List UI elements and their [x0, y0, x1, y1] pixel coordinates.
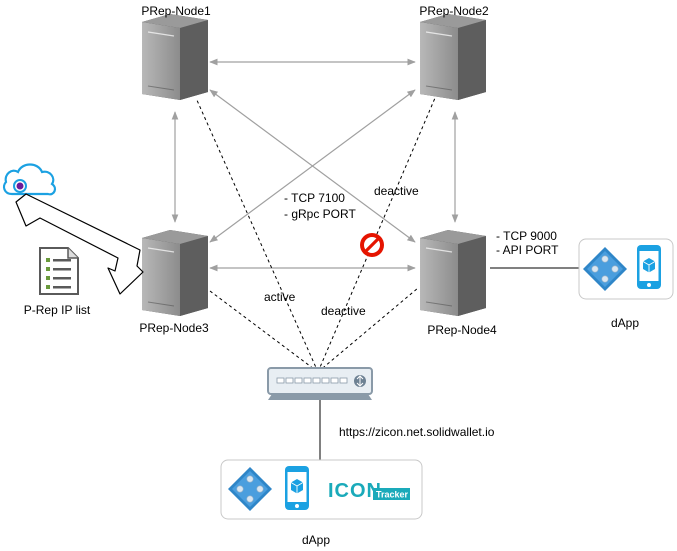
tracker-brand: ICON [328, 480, 382, 502]
cloud-icon [2, 163, 57, 196]
tcp9000-label: - TCP 9000 [496, 229, 557, 243]
dashed-link-node4 [317, 287, 419, 373]
node4-label: PRep-Node4 [427, 323, 497, 337]
endpoint-url: https://zicon.net.solidwallet.io [339, 425, 495, 439]
server-node2-icon [419, 13, 487, 101]
node2-label: PRep-Node2 [419, 4, 489, 18]
tracker-text: Tracker [376, 490, 409, 500]
dashed-link-node2 [317, 97, 436, 373]
dapp-right-phone-icon [636, 244, 662, 290]
sync-arrow [15, 193, 144, 295]
ip-list-icon [39, 247, 79, 295]
ip-list-label: P-Rep IP list [23, 303, 91, 317]
dapp-bottom-label: dApp [301, 533, 331, 547]
server-node4-icon [419, 229, 487, 317]
dapp-right-label: dApp [610, 316, 640, 330]
server-node3-icon [141, 229, 209, 317]
deactive-bottom-label: deactive [321, 304, 366, 318]
blocked-icon [360, 233, 384, 257]
connections [171, 58, 459, 272]
icon-tracker-logo: ICON Tracker [327, 479, 411, 502]
dashed-link-node3 [205, 287, 319, 373]
deactive-top-label: deactive [374, 184, 419, 198]
link-node2-node3 [209, 89, 416, 243]
node3-label: PRep-Node3 [139, 321, 209, 335]
active-label: active [264, 290, 296, 304]
dashed-link-node1 [195, 97, 319, 373]
node1-label: PRep-Node1 [141, 4, 211, 18]
dapp-bottom-box [220, 459, 423, 520]
api-port-label: - API PORT [496, 243, 559, 257]
dapp-bottom-phone-icon [284, 465, 310, 511]
grpc-port-label: - gRpc PORT [284, 207, 356, 221]
tcp7100-label: - TCP 7100 [284, 191, 345, 205]
switch-icon [267, 367, 373, 400]
switch-links [195, 97, 436, 373]
server-node1-icon [141, 13, 209, 101]
